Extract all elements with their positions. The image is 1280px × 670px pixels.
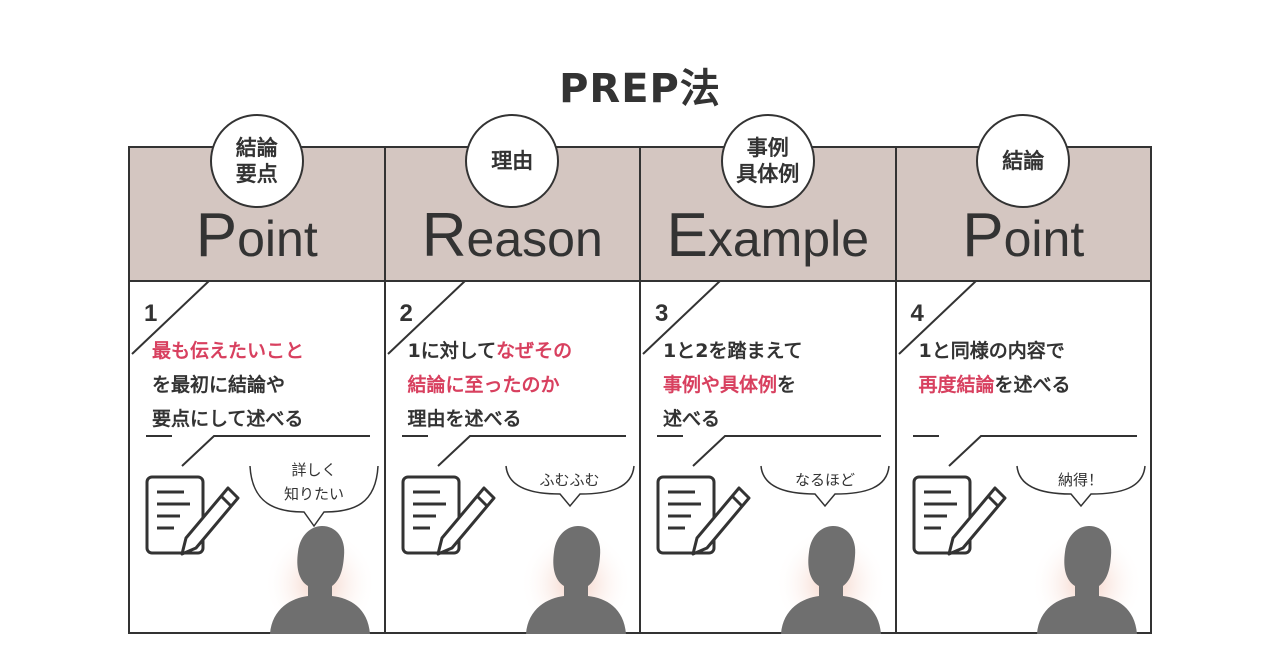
bubble-line: 知りたい: [283, 485, 344, 503]
step-description: 1に対してなぜその 結論に至ったのか 理由を述べる: [408, 334, 634, 436]
step-number: 2: [399, 300, 413, 327]
word-initial: E: [666, 201, 708, 270]
page-title: PREP法: [559, 66, 721, 112]
column-word: Example: [641, 204, 895, 271]
column-header: 理由 Reason: [385, 114, 640, 282]
speech-callout-line: [146, 435, 370, 467]
corner-slash: [131, 280, 211, 355]
speech-callout-line: [657, 435, 881, 467]
badge-line: 要点: [235, 162, 278, 186]
highlight-text: 結論に至ったのか: [407, 374, 560, 396]
document-pencil-icon: [912, 475, 1006, 556]
badge-circle: 結論 要点: [209, 114, 304, 208]
body-text: を最初に結論や: [152, 374, 286, 396]
highlight-text: なぜその: [496, 340, 573, 362]
step-number: 1: [144, 300, 158, 327]
bubble-line: ふむふむ: [539, 471, 600, 489]
step-description: 1と同様の内容で 再度結論を述べる: [919, 334, 1145, 402]
bubble-line: 納得！: [1057, 471, 1103, 489]
corner-slash: [642, 280, 722, 355]
person-silhouette-icon: [1030, 522, 1143, 634]
body-text: を: [777, 374, 797, 396]
step-description: 最も伝えたいこと を最初に結論や 要点にして述べる: [152, 334, 378, 436]
word-rest: oint: [237, 211, 318, 267]
body-text: 1と2を踏まえて: [663, 340, 803, 362]
badge-line: 理由: [491, 149, 534, 173]
bubble-line: なるほど: [794, 471, 855, 489]
body-text: 理由を述べる: [407, 408, 522, 430]
badge-circle: 事例 具体例: [720, 114, 815, 208]
document-pencil-icon: [145, 475, 240, 556]
badge-line: 事例: [746, 136, 789, 160]
step-number: 3: [655, 300, 669, 327]
speech-bubble: 納得！: [1013, 448, 1149, 548]
highlight-text: 最も伝えたいこと: [152, 340, 305, 362]
word-initial: P: [962, 201, 1004, 270]
speech-callout-line: [912, 435, 1137, 467]
body-text: 1と同様の内容で: [918, 340, 1065, 362]
body-text: 述べる: [663, 408, 721, 430]
person-silhouette-icon: [519, 522, 632, 634]
highlight-text: 再度結論: [918, 374, 995, 396]
corner-slash: [897, 280, 978, 355]
column-header: 事例 具体例 Example: [641, 114, 895, 282]
badge-circle: 結論: [976, 114, 1071, 208]
person-silhouette-icon: [775, 522, 887, 634]
word-rest: xample: [707, 211, 870, 267]
body-text: 1に対して: [407, 340, 497, 362]
column-word: Point: [130, 204, 384, 271]
speech-callout-line: [401, 435, 626, 467]
column-point-1: 結論 要点 Point 1 最も伝えたいこと を最初に結論や 要点にして述べる: [130, 114, 386, 634]
badge-line: 具体例: [736, 162, 800, 186]
column-header: 結論 Point: [896, 114, 1151, 282]
column-reason: 理由 Reason 2 1に対してなぜその 結論に至ったのか 理由を述べる: [385, 114, 641, 634]
word-initial: P: [195, 201, 238, 270]
highlight-text: 事例や具体例: [663, 374, 778, 396]
word-initial: R: [421, 201, 467, 270]
body-text: を述べる: [994, 374, 1071, 396]
badge-line: 結論: [235, 136, 278, 160]
step-number: 4: [910, 300, 924, 327]
column-word: Reason: [386, 204, 640, 271]
word-rest: eason: [466, 211, 603, 267]
speech-bubble: なるほど: [757, 448, 893, 548]
column-example: 事例 具体例 Example 3 1と2を踏まえて 事例や具体例を 述べる: [641, 114, 897, 634]
badge-circle: 理由: [465, 114, 560, 208]
prep-table: 結論 要点 Point 1 最も伝えたいこと を最初に結論や 要点にして述べる: [128, 114, 1152, 634]
column-point-2: 結論 Point 4 1と同様の内容で 再度結論を述べる 納得！: [896, 114, 1151, 634]
document-pencil-icon: [656, 475, 751, 556]
person-silhouette-icon: [264, 522, 376, 634]
badge-line: 結論: [1002, 149, 1045, 173]
column-header: 結論 要点 Point: [130, 114, 384, 282]
step-description: 1と2を踏まえて 事例や具体例を 述べる: [663, 334, 889, 436]
body-text: 要点にして述べる: [152, 408, 304, 430]
bubble-line: 詳しく: [291, 461, 337, 479]
column-word: Point: [897, 204, 1151, 271]
speech-bubble: ふむふむ: [502, 448, 638, 548]
corner-slash: [386, 280, 467, 355]
document-pencil-icon: [401, 475, 495, 556]
word-rest: oint: [1003, 211, 1085, 267]
